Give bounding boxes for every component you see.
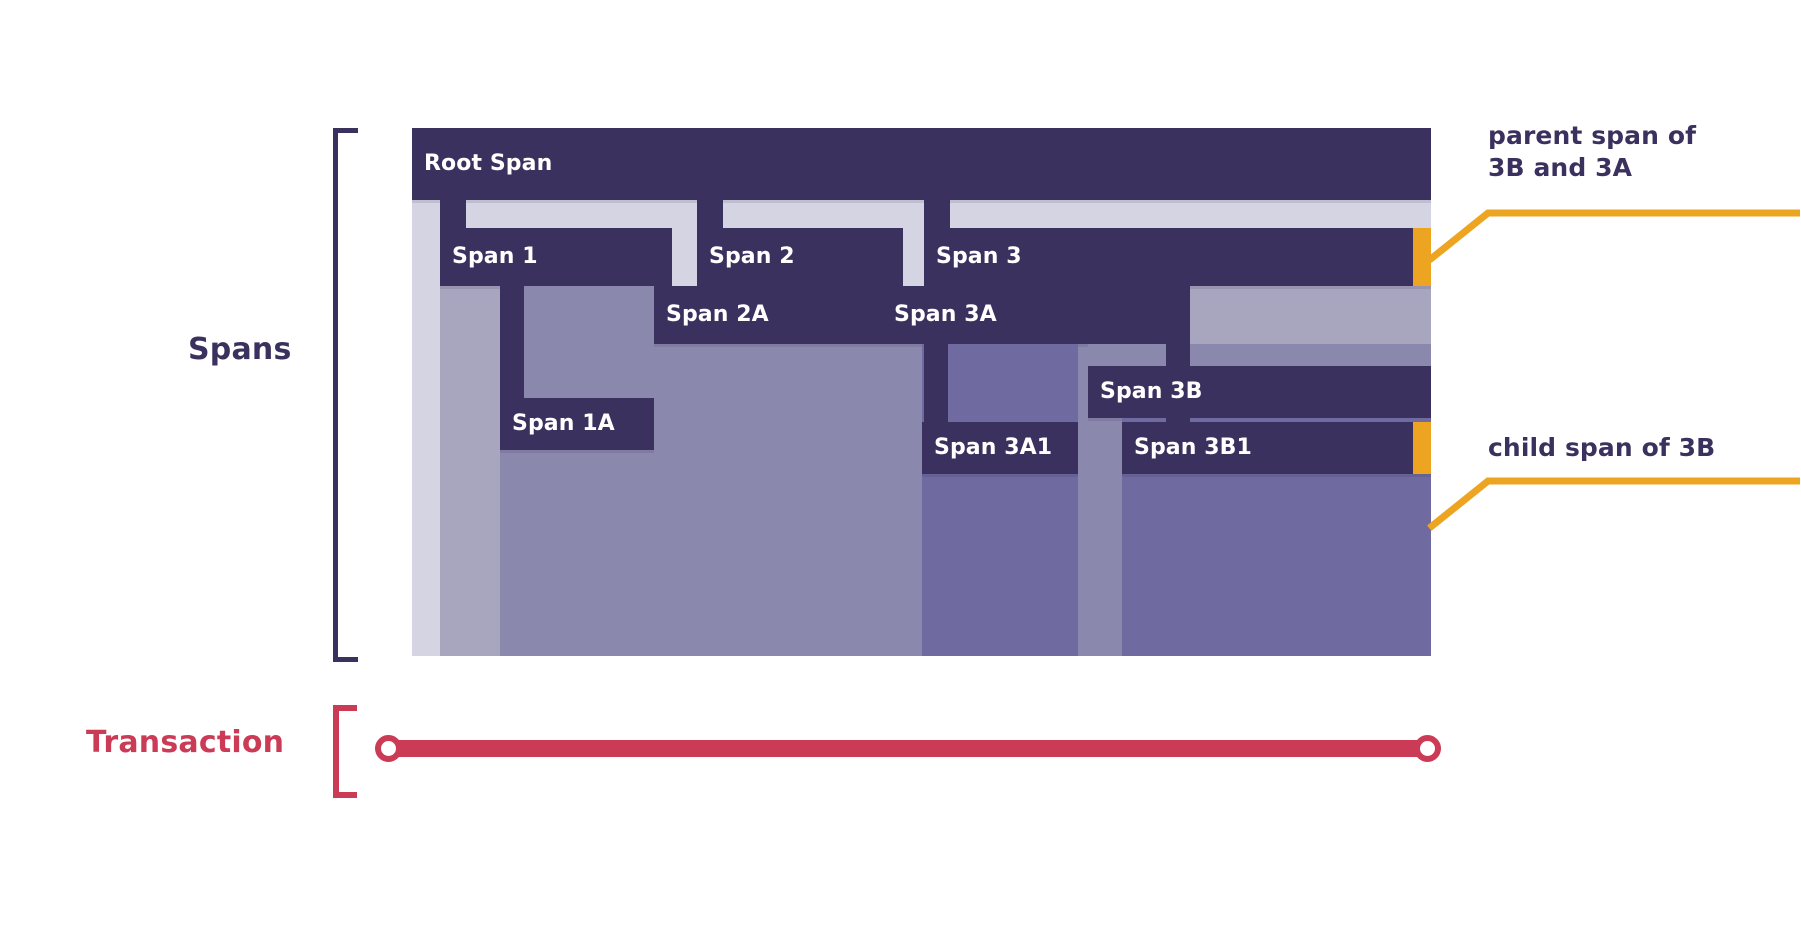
span-bar-span1[interactable]: Span 1 (440, 228, 672, 286)
callout-child-span-text: child span of 3B (1488, 433, 1716, 462)
span-label-span3a1: Span 3A1 (934, 435, 1053, 460)
span-bar-span3[interactable]: Span 3 (924, 228, 1431, 286)
callout-parent-span-text: parent span of 3B and 3A (1488, 121, 1697, 182)
transaction-start-dot (375, 735, 402, 762)
callout-leader-parent (1427, 209, 1800, 263)
span-label-span3: Span 3 (936, 244, 1022, 269)
spans-bracket (333, 128, 358, 662)
span-label-span3a: Span 3A (894, 302, 997, 327)
callout-leader-child (1427, 477, 1800, 531)
transaction-timeline-bar (385, 740, 1430, 757)
marker-span3-right-edge (1413, 228, 1431, 286)
spans-waterfall: Root Span Span 1 Span 1A Span 2 Span 2A (412, 128, 1431, 656)
span-bar-span2[interactable]: Span 2 (697, 228, 903, 286)
span-label-span2a: Span 2A (666, 302, 769, 327)
spans-bracket-line (333, 128, 358, 662)
span-label-span2: Span 2 (709, 244, 795, 269)
span3a1-group-body (922, 344, 1078, 656)
span-label-span1a: Span 1A (512, 411, 615, 436)
span-bar-span3b1[interactable]: Span 3B1 (1122, 422, 1431, 474)
span-bar-span2a[interactable]: Span 2A (654, 286, 903, 344)
marker-span3b1-right-edge (1413, 422, 1431, 474)
span-bar-span3b[interactable]: Span 3B (1088, 366, 1431, 418)
transaction-bracket-line (333, 705, 357, 798)
span-bar-span3a[interactable]: Span 3A (882, 286, 1188, 344)
spans-section-label: Spans (188, 332, 292, 367)
span2a-group-body (654, 286, 903, 656)
span-bar-span3a1[interactable]: Span 3A1 (922, 422, 1078, 474)
transaction-section-label: Transaction (86, 725, 285, 760)
span-label-span3b1: Span 3B1 (1134, 435, 1252, 460)
span-label-span1: Span 1 (452, 244, 538, 269)
span-label-root: Root Span (424, 151, 553, 176)
transaction-end-dot (1414, 735, 1441, 762)
span-bar-root[interactable]: Root Span (412, 128, 1431, 200)
span1a-group-body (500, 286, 672, 656)
transaction-bracket (333, 705, 357, 798)
span-label-span3b: Span 3B (1100, 379, 1203, 404)
span-bar-span1a[interactable]: Span 1A (500, 398, 672, 450)
